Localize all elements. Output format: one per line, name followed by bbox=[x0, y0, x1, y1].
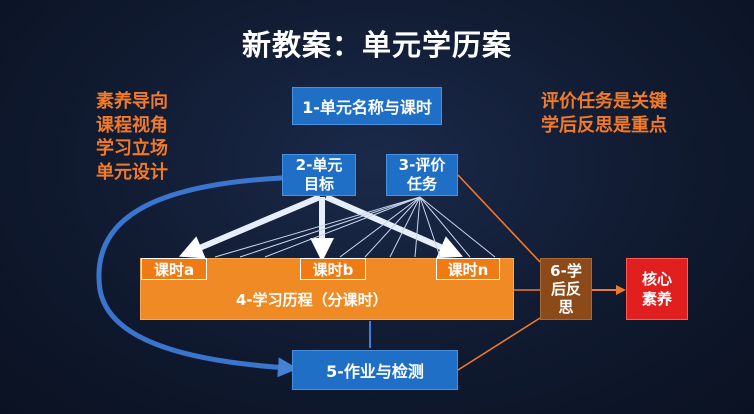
left-keyword: 素养导向 bbox=[96, 91, 168, 112]
left-keyword-list: 素养导向 课程视角 学习立场 单元设计 bbox=[96, 90, 168, 184]
unit-goal-box: 2-单元 目标 bbox=[282, 154, 356, 196]
unit-goal-line: 2-单元 bbox=[295, 156, 343, 174]
reflection-line: 后反 bbox=[550, 280, 581, 298]
assessment-line: 任务 bbox=[406, 175, 437, 193]
assessment-fan-lines bbox=[214, 196, 496, 258]
lesson-a-box: 课时a bbox=[141, 258, 207, 280]
homework-box: 5-作业与检测 bbox=[292, 350, 458, 390]
left-keyword: 学习立场 bbox=[96, 138, 168, 159]
lesson-b-box: 课时b bbox=[300, 258, 366, 280]
left-keyword: 单元设计 bbox=[96, 161, 168, 183]
assessment-line: 3-评价 bbox=[398, 156, 446, 174]
page-title: 新教案：单元学历案 bbox=[241, 28, 512, 62]
goal-to-lesson-n-arrow bbox=[324, 194, 463, 259]
left-keyword: 课程视角 bbox=[96, 114, 168, 136]
goal-to-lesson-a-arrow bbox=[178, 194, 322, 259]
core-line: 核心 bbox=[641, 270, 672, 288]
loop-arrow bbox=[96, 175, 298, 378]
orange-links bbox=[457, 174, 541, 371]
right-keyword: 评价任务是关键 bbox=[541, 91, 667, 112]
lesson-n-box: 课时n bbox=[436, 258, 500, 280]
unit-goal-line: 目标 bbox=[303, 175, 334, 193]
right-keyword: 学后反思是重点 bbox=[541, 114, 667, 136]
unit-name-box: 1-单元名称与课时 bbox=[292, 87, 442, 125]
reflection-line: 6-学 bbox=[550, 262, 582, 280]
reflection-line: 思 bbox=[558, 298, 574, 316]
learning-process-label: 4-学习历程（分课时） bbox=[236, 291, 388, 309]
reflection-box: 6-学 后反 思 bbox=[540, 258, 592, 320]
core-literacy-box: 核心 素养 bbox=[626, 258, 688, 320]
core-line: 素养 bbox=[641, 290, 672, 308]
right-keyword-list: 评价任务是关键 学后反思是重点 bbox=[541, 90, 667, 137]
assessment-task-box: 3-评价 任务 bbox=[386, 154, 458, 196]
